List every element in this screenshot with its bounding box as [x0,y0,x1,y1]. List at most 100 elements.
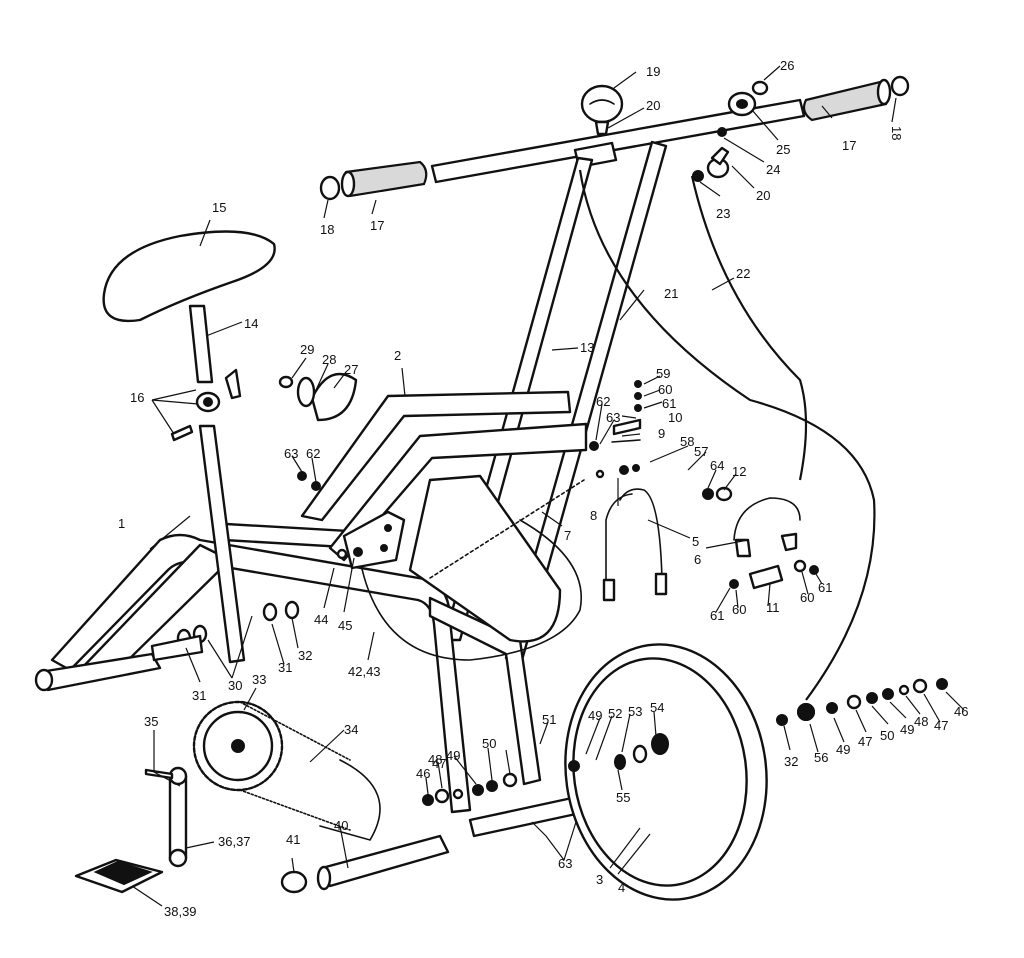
callout-50-right: 50 [880,728,894,743]
callout-38-39: 38,39 [164,904,197,919]
callout-47-right: 47 [934,718,948,733]
reflector [278,372,358,422]
base-frame [34,522,542,814]
callout-34: 34 [344,722,358,737]
callout-42-43: 42,43 [348,664,381,679]
callout-41: 41 [286,832,300,847]
callout-60-top: 60 [658,382,672,397]
flywheel [564,643,768,901]
crank-spacers [150,600,300,662]
tension-belt [359,519,582,661]
callout-49-mid2: 49 [836,742,850,757]
caliper-brake [702,486,801,558]
callout-30: 30 [228,678,242,693]
callout-21: 21 [664,286,678,301]
callout-20-right: 20 [756,188,770,203]
callout-17-left: 17 [370,218,384,233]
callout-19: 19 [646,64,660,79]
seat-clamp [170,368,242,442]
callout-3: 3 [596,872,603,887]
callout-26: 26 [780,58,794,73]
callout-57: 57 [694,444,708,459]
callout-16: 16 [130,390,144,405]
callout-63-right: 63 [606,410,620,425]
callout-61-right: 61 [818,580,832,595]
callout-63-left: 63 [284,446,298,461]
stabilizer-bar [316,834,450,891]
callout-49-mid: 49 [588,708,602,723]
callout-35: 35 [144,714,158,729]
callout-14: 14 [244,316,258,331]
callout-2: 2 [394,348,401,363]
callout-64: 64 [710,458,724,473]
callout-55: 55 [616,790,630,805]
bell [580,84,624,136]
callout-17-right: 17 [842,138,856,153]
right-grip [802,78,892,122]
callout-46-right: 46 [954,704,968,719]
callout-63-bottom: 63 [558,856,572,871]
callout-28: 28 [322,352,336,367]
leader-lines [131,65,965,907]
callout-8: 8 [590,508,597,523]
left-handlebar-end-cap [319,175,341,201]
callout-50-left: 50 [482,736,496,751]
callout-51: 51 [542,712,556,727]
callout-11: 11 [766,600,780,615]
callout-10: 10 [668,410,682,425]
callout-31-left: 31 [192,688,206,703]
callout-62-right: 62 [596,394,610,409]
callout-9: 9 [658,426,665,441]
flywheel-hub [614,733,669,770]
brake-cable-inner [578,169,876,701]
chain-guard [300,390,572,522]
callout-12: 12 [732,464,746,479]
callout-31-right: 31 [278,660,292,675]
callout-24: 24 [766,162,780,177]
callout-61-left: 61 [710,608,724,623]
seat-post [188,304,214,384]
drive-housing [408,474,562,643]
callout-13: 13 [580,340,594,355]
brake-stirrup [602,488,668,602]
callout-53: 53 [628,704,642,719]
callout-47-mid: 47 [858,734,872,749]
callout-32-right: 32 [784,754,798,769]
seat-tube [198,424,246,664]
callout-49-right: 49 [900,722,914,737]
tension-spring [429,479,585,579]
crank-cover [319,759,381,841]
callout-45: 45 [338,618,352,633]
callout-29: 29 [300,342,314,357]
drive-chain [239,701,351,831]
axle-spacers-left [422,760,580,806]
right-handlebar-end-cap [890,75,910,97]
callout-labels: 1 2 3 4 5 6 7 8 9 10 11 12 13 14 15 16 1… [118,58,968,919]
callout-33: 33 [252,672,266,687]
callout-52: 52 [608,706,622,721]
callout-5: 5 [692,534,699,549]
callout-61-top: 61 [662,396,676,411]
callout-49-left: 49 [446,748,460,763]
callout-48-left: 48 [428,752,442,767]
callout-58: 58 [680,434,694,449]
callout-7: 7 [564,528,571,543]
callout-46-left: 46 [416,766,430,781]
stabilizer-end-cap [280,870,308,894]
brake-lever [692,80,769,182]
callout-22: 22 [736,266,750,281]
callout-47-left: 47 [432,756,446,771]
callout-4: 4 [618,880,625,895]
brake-cable-outer [690,175,808,481]
pedal [74,858,164,894]
callout-1: 1 [118,516,125,531]
callout-32-left: 32 [298,648,312,663]
callout-44: 44 [314,612,328,627]
callout-56: 56 [814,750,828,765]
saddle [102,230,276,323]
callout-36-37: 36,37 [218,834,251,849]
callout-62-left: 62 [306,446,320,461]
chainring [192,700,284,792]
callout-54: 54 [650,700,664,715]
callout-27: 27 [344,362,358,377]
